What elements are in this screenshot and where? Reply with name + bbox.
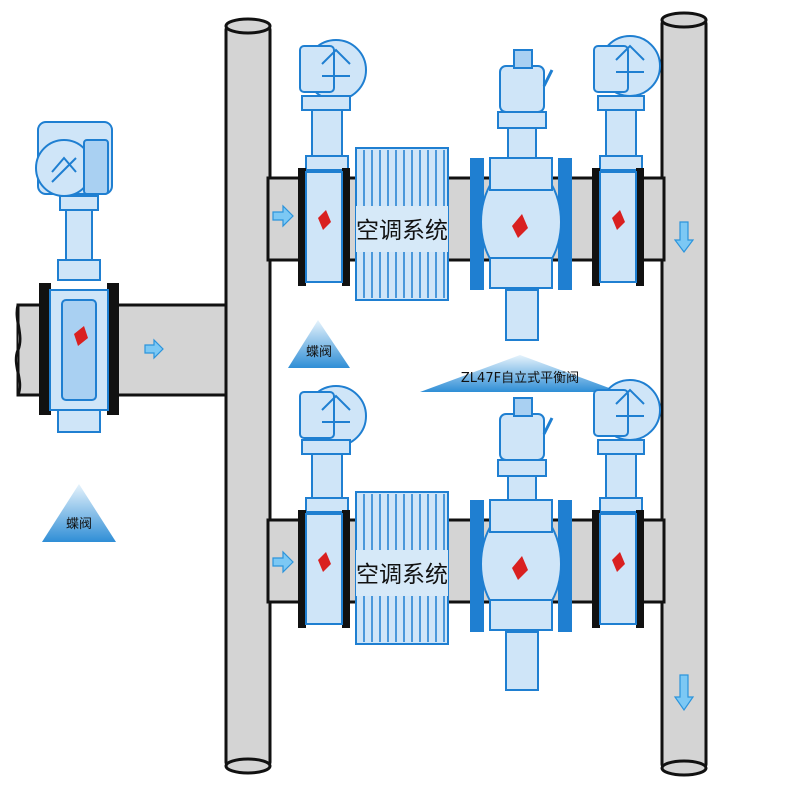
flow-arrow-upper [272, 204, 294, 228]
arrow-icon [673, 221, 695, 253]
flow-arrow-return-upper [673, 221, 695, 253]
arrow-icon [673, 674, 695, 712]
return-header-pipe [660, 11, 708, 777]
balance-valve-lower [470, 397, 572, 691]
flow-arrow-inlet [144, 338, 164, 360]
arrow-icon [272, 204, 294, 228]
butterfly-valve-inlet [35, 121, 119, 433]
callout-butterfly-valve-left: 蝶阀 [42, 484, 116, 542]
arrow-icon [272, 550, 294, 574]
heat-exchanger-lower: 空调系统 [355, 491, 449, 645]
label-balance-valve: ZL47F自立式平衡阀 [461, 371, 579, 386]
butterfly-valve-lower-left [298, 385, 367, 628]
label-heat-exchanger-upper: 空调系统 [356, 218, 448, 244]
butterfly-valve-lower-right [592, 379, 661, 628]
balance-valve-upper [470, 49, 572, 341]
butterfly-valve-upper-right [592, 35, 661, 286]
label-heat-exchanger-lower: 空调系统 [356, 562, 448, 588]
arrow-icon [144, 338, 164, 360]
butterfly-valve-upper-left [298, 39, 367, 286]
callout-balance-valve: ZL47F自立式平衡阀 [420, 355, 620, 392]
flow-arrow-return-lower [673, 674, 695, 712]
label-butterfly-valve-mid: 蝶阀 [306, 345, 332, 360]
callout-butterfly-valve-mid: 蝶阀 [288, 320, 350, 368]
supply-header-pipe [224, 17, 272, 775]
heat-exchanger-upper: 空调系统 [355, 147, 449, 301]
label-butterfly-valve-left: 蝶阀 [66, 517, 92, 532]
flow-arrow-lower [272, 550, 294, 574]
